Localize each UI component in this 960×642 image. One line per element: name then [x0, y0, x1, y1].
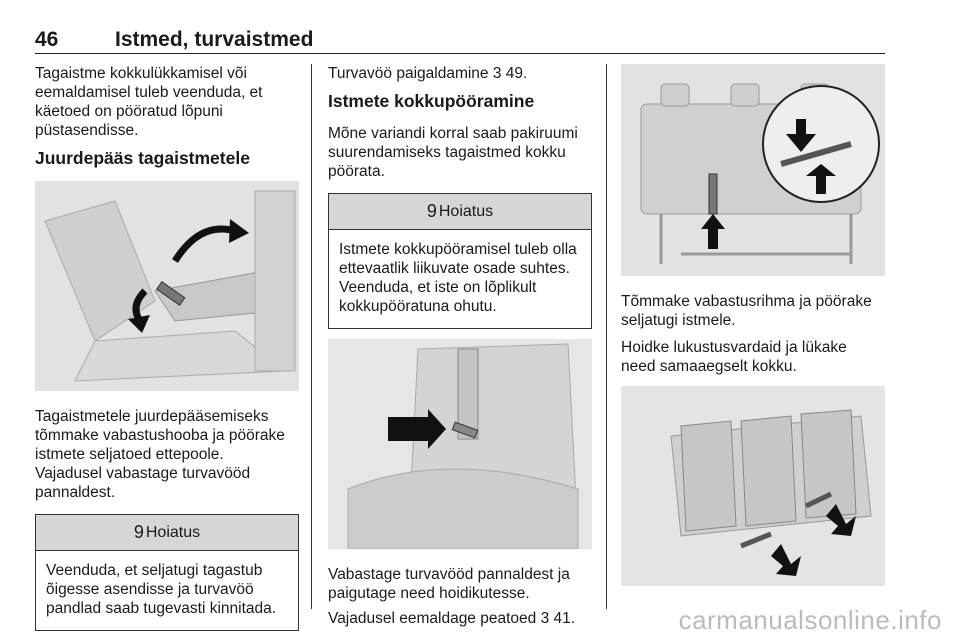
- column-divider: [311, 64, 312, 609]
- reference-text: Turvavöö paigaldamine: [328, 65, 493, 82]
- reference-page: 49.: [501, 65, 528, 82]
- page-ref-arrow-icon: 3: [540, 610, 550, 627]
- backrest-fold-drawing: [621, 64, 885, 276]
- headrest-text: Vajadusel eemaldage peatoed: [328, 610, 541, 627]
- chapter-title: Istmed, turvaistmed: [115, 28, 314, 51]
- page-header: 46 Istmed, turvaistmed: [35, 28, 885, 54]
- column-divider: [606, 64, 607, 609]
- caption-headrests: Vajadusel eemaldage peatoed 3 41.: [328, 609, 592, 628]
- warning-header: 9 Hoiatus: [36, 515, 298, 551]
- warning-header: 9 Hoiatus: [329, 194, 591, 230]
- column-3: Tõmmake vabastusrihma ja pöörake seljatu…: [621, 64, 885, 586]
- lock-rods-illustration: [621, 386, 885, 586]
- warning-text: Istmete kokkupööramisel tuleb olla ettev…: [339, 241, 577, 315]
- caption-belts: Vabastage turvavööd pannaldest ja paigut…: [328, 566, 570, 602]
- caption-access-a: Tagaistmetele juurdepääsemiseks tõmmake …: [35, 408, 285, 463]
- warning-icon: 9: [133, 522, 144, 542]
- column-2: Turvavöö paigaldamine 3 49. Istmete kokk…: [328, 64, 592, 636]
- warning-title: Hoiatus: [438, 202, 494, 220]
- page-ref-arrow-icon: 3: [492, 65, 502, 82]
- seatbelt-drawing: [328, 339, 592, 549]
- watermark: carmanualsonline.info: [678, 605, 942, 635]
- caption-access-b: Vajadusel vabastage turvavööd pannaldest…: [35, 465, 251, 501]
- warning-icon: 9: [426, 201, 437, 221]
- folding-intro: Mõne variandi korral saab pakiruumi suur…: [328, 125, 578, 180]
- warning-box-1: 9 Hoiatus Veenduda, et seljatugi tagastu…: [35, 514, 299, 631]
- column-1: Tagaistme kokkulükkamisel või eemaldamis…: [35, 64, 299, 641]
- intro-paragraph: Tagaistme kokkulükkamisel või eemaldamis…: [35, 65, 263, 139]
- warning-title: Hoiatus: [145, 523, 201, 541]
- backrest-fold-illustration: [621, 64, 885, 276]
- reference-line: Turvavöö paigaldamine 3 49.: [328, 64, 592, 83]
- warning-box-2: 9 Hoiatus Istmete kokkupööramisel tuleb …: [328, 193, 592, 329]
- page-number: 46: [35, 28, 59, 51]
- caption-pull-strap: Tõmmake vabastusrihma ja pöörake seljatu…: [621, 293, 872, 329]
- headrest-page: 41.: [549, 610, 576, 627]
- caption-lock-rods: Hoidke lukustusvardaid ja lükake need sa…: [621, 339, 847, 375]
- seat-lever-drawing: [35, 181, 299, 391]
- section-heading-folding: Istmete kokkupööramine: [328, 91, 535, 111]
- warning-text: Veenduda, et seljatugi tagastub õigesse …: [46, 562, 277, 617]
- section-heading-access: Juurdepääs tagaistmetele: [35, 148, 250, 168]
- lock-rods-drawing: [621, 386, 885, 586]
- seat-lever-illustration: [35, 181, 299, 391]
- seatbelt-illustration: [328, 339, 592, 549]
